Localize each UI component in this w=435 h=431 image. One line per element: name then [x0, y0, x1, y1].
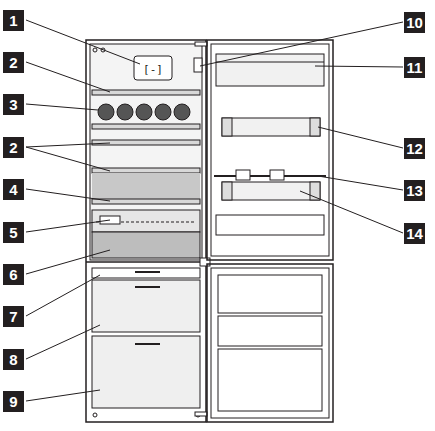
callout-number: 3 — [3, 94, 24, 115]
callout-number: 2 — [3, 137, 24, 158]
callout-number: 11 — [404, 57, 425, 78]
callout-number: 10 — [404, 12, 425, 33]
callout-number: 12 — [404, 138, 425, 159]
callout-number: 14 — [404, 223, 425, 244]
callout-number: 2 — [3, 52, 24, 73]
callout-number: 1 — [3, 10, 24, 31]
callout-number: 7 — [3, 306, 24, 327]
callout-number: 9 — [3, 391, 24, 412]
callout-number: 8 — [3, 349, 24, 370]
callout-number: 4 — [3, 179, 24, 200]
callout-number: 5 — [3, 222, 24, 243]
callout-number: 13 — [404, 180, 425, 201]
svg-text:[-]: [-] — [143, 63, 163, 76]
callout-number: 6 — [3, 264, 24, 285]
